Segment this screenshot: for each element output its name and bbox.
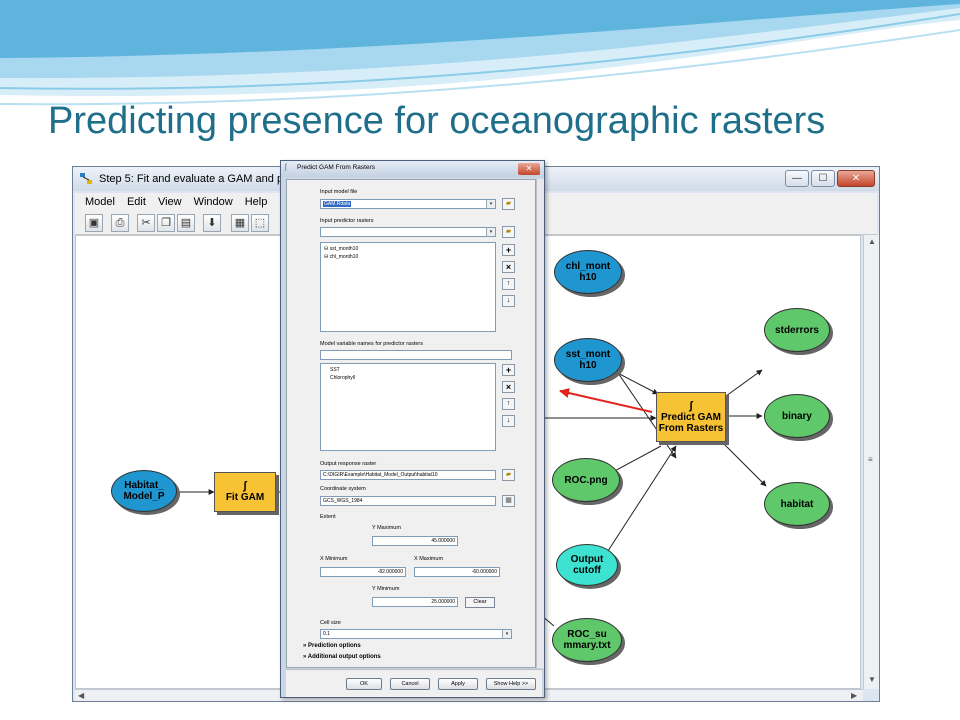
prediction-options-expander[interactable]: » Prediction options bbox=[303, 643, 361, 649]
dialog-close-button[interactable]: ✕ bbox=[518, 163, 540, 175]
properties-icon[interactable]: ▦ bbox=[502, 495, 515, 507]
input-predictor-rasters-label: Input predictor rasters bbox=[320, 218, 374, 224]
node-chl-month[interactable]: chl_mont h10 bbox=[554, 250, 622, 294]
vertical-scrollbar[interactable]: ▲ ≡ ▼ bbox=[863, 235, 879, 689]
cancel-button[interactable]: Cancel bbox=[390, 678, 430, 690]
paste-icon[interactable]: ▤ bbox=[177, 214, 195, 232]
x-max-label: X Maximum bbox=[414, 556, 444, 562]
browse-folder-icon[interactable]: ▰ bbox=[502, 469, 515, 481]
additional-output-options-expander[interactable]: » Additional output options bbox=[303, 654, 381, 660]
script-tool-icon: ʃ bbox=[689, 399, 693, 412]
chevron-down-icon[interactable]: ▾ bbox=[486, 228, 495, 236]
maximize-button[interactable]: ☐ bbox=[811, 170, 835, 187]
output-response-raster-field[interactable]: C:\DIGIR\Example\Habitat_Model_Output\ha… bbox=[320, 470, 496, 480]
dialog-titlebar[interactable]: ʃ Predict GAM From Rasters ✕ bbox=[281, 161, 544, 177]
add-icon[interactable]: + bbox=[502, 244, 515, 256]
remove-icon[interactable]: × bbox=[502, 381, 515, 393]
list-item[interactable]: Chlorophyll bbox=[330, 375, 356, 381]
save-icon[interactable]: ▣ bbox=[85, 214, 103, 232]
script-tool-icon: ʃ bbox=[285, 164, 287, 171]
node-habitat[interactable]: habitat bbox=[764, 482, 830, 526]
list-item[interactable]: ⛁ sst_month10 bbox=[324, 246, 359, 252]
slide-title: Predicting presence for oceanographic ra… bbox=[48, 100, 826, 142]
dialog-footer: OK Cancel Apply Show Help >> bbox=[286, 669, 542, 697]
select-icon[interactable]: ⬚ bbox=[251, 214, 269, 232]
close-button[interactable]: ✕ bbox=[837, 170, 875, 187]
node-habitat-model[interactable]: Habitat_ Model_P bbox=[111, 470, 177, 512]
model-variable-names-field[interactable] bbox=[320, 350, 512, 360]
script-tool-icon: ʃ bbox=[243, 480, 247, 492]
browse-folder-icon[interactable]: ▰ bbox=[502, 226, 515, 238]
chevron-down-icon[interactable]: ▾ bbox=[486, 200, 495, 208]
x-max-field[interactable]: -60.000000 bbox=[414, 567, 500, 577]
list-item[interactable]: SST bbox=[330, 367, 340, 373]
menu-model[interactable]: Model bbox=[85, 196, 115, 208]
scroll-thumb-icon[interactable]: ≡ bbox=[868, 455, 873, 464]
copy-icon[interactable]: ❐ bbox=[157, 214, 175, 232]
extent-label: Extent bbox=[320, 514, 336, 520]
predict-gam-dialog: ʃ Predict GAM From Rasters ✕ Input model… bbox=[280, 160, 545, 698]
menu-window[interactable]: Window bbox=[193, 196, 233, 208]
y-min-label: Y Minimum bbox=[372, 586, 400, 592]
predictor-rasters-list[interactable]: ⛁ sst_month10 ⛁ chl_month10 bbox=[320, 242, 496, 332]
node-roc-summary[interactable]: ROC_su mmary.txt bbox=[552, 618, 622, 662]
minimize-button[interactable]: — bbox=[785, 170, 809, 187]
cut-icon[interactable]: ✂ bbox=[137, 214, 155, 232]
full-extent-icon[interactable]: ▦ bbox=[231, 214, 249, 232]
node-output-cutoff[interactable]: Output cutoff bbox=[556, 544, 618, 586]
move-up-icon[interactable]: ↑ bbox=[502, 278, 515, 290]
scroll-left-icon[interactable]: ◀ bbox=[78, 691, 85, 700]
node-roc-png[interactable]: ROC.png bbox=[552, 458, 620, 502]
model-window-title: Step 5: Fit and evaluate a GAM and pred bbox=[99, 173, 299, 185]
y-max-label: Y Maximum bbox=[372, 525, 401, 531]
input-model-file-label: Input model file bbox=[320, 189, 358, 195]
menu-edit[interactable]: Edit bbox=[126, 196, 146, 208]
scroll-down-icon[interactable]: ▼ bbox=[868, 675, 876, 684]
output-response-raster-label: Output response raster bbox=[320, 461, 377, 467]
scroll-right-icon[interactable]: ▶ bbox=[851, 691, 858, 700]
node-predict-gam-tool[interactable]: ʃ Predict GAM From Rasters bbox=[656, 392, 726, 442]
dialog-title: Predict GAM From Rasters bbox=[297, 164, 376, 171]
cell-size-label: Cell size bbox=[320, 620, 341, 626]
y-min-field[interactable]: 25.000000 bbox=[372, 597, 458, 607]
browse-folder-icon[interactable]: ▰ bbox=[502, 198, 515, 210]
x-min-label: X Minimum bbox=[320, 556, 348, 562]
node-binary[interactable]: binary bbox=[764, 394, 830, 438]
add-icon[interactable]: + bbox=[502, 364, 515, 376]
x-min-field[interactable]: -82.000000 bbox=[320, 567, 406, 577]
input-predictor-rasters-field[interactable]: ▾ bbox=[320, 227, 496, 237]
variable-names-list[interactable]: SST Chlorophyll bbox=[320, 363, 496, 451]
header-swoosh bbox=[0, 0, 960, 106]
coordinate-system-label: Coordinate system bbox=[320, 486, 366, 492]
print-icon[interactable]: ⎙ bbox=[111, 214, 129, 232]
node-sst-month[interactable]: sst_mont h10 bbox=[554, 338, 622, 382]
coordinate-system-field[interactable]: GCS_WGS_1984 bbox=[320, 496, 496, 506]
scroll-up-icon[interactable]: ▲ bbox=[868, 237, 876, 246]
apply-button[interactable]: Apply bbox=[438, 678, 478, 690]
input-model-file-field[interactable]: GAM.Rdata ▾ bbox=[320, 199, 496, 209]
clear-extent-button[interactable]: Clear bbox=[465, 597, 495, 608]
dialog-scrollbar[interactable] bbox=[536, 179, 544, 668]
ok-button[interactable]: OK bbox=[346, 678, 382, 690]
node-fit-gam-tool[interactable]: ʃ Fit GAM bbox=[214, 472, 276, 512]
y-max-field[interactable]: 45.000000 bbox=[372, 536, 458, 546]
add-data-icon[interactable]: ⬇ bbox=[203, 214, 221, 232]
model-variable-names-label: Model variable names for predictor raste… bbox=[320, 341, 424, 347]
model-icon bbox=[80, 173, 92, 184]
chevron-down-icon[interactable]: ▾ bbox=[502, 630, 511, 638]
move-down-icon[interactable]: ↓ bbox=[502, 415, 515, 427]
list-item[interactable]: ⛁ chl_month10 bbox=[324, 254, 359, 260]
menu-view[interactable]: View bbox=[157, 196, 182, 208]
remove-icon[interactable]: × bbox=[502, 261, 515, 273]
node-stderrors[interactable]: stderrors bbox=[764, 308, 830, 352]
move-up-icon[interactable]: ↑ bbox=[502, 398, 515, 410]
cell-size-field[interactable]: 0.1 ▾ bbox=[320, 629, 512, 639]
show-help-button[interactable]: Show Help >> bbox=[486, 678, 536, 690]
menu-help[interactable]: Help bbox=[244, 196, 268, 208]
dialog-body: Input model file GAM.Rdata ▾ ▰ Input pre… bbox=[286, 179, 536, 668]
move-down-icon[interactable]: ↓ bbox=[502, 295, 515, 307]
